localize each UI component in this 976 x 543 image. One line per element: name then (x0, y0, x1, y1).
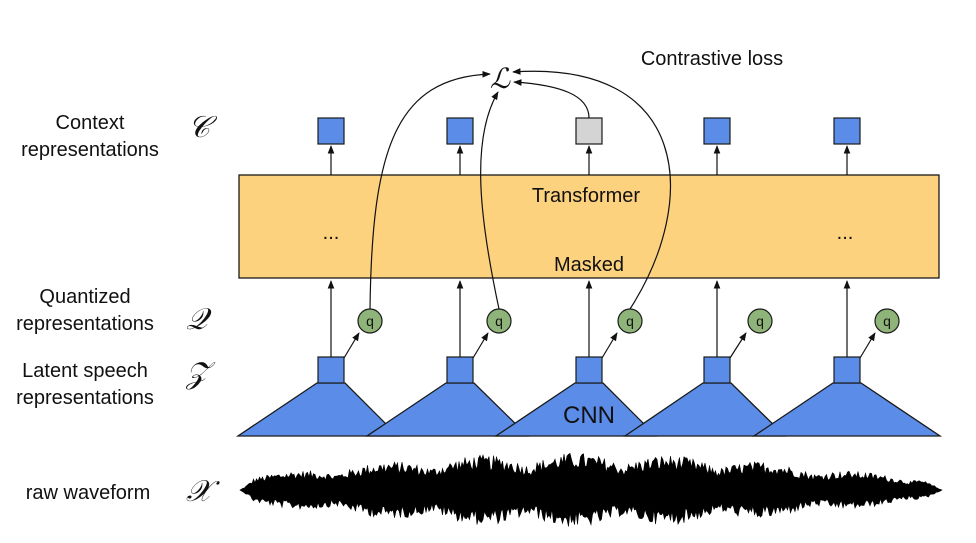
quantized-label-line-1: Quantized (39, 286, 131, 308)
latent-box-4 (703, 356, 731, 384)
loss-arrow-from-masked-context (513, 79, 590, 119)
cnn-block-4 (622, 382, 787, 437)
transformer-block (238, 174, 940, 279)
context-label: Context representations (10, 110, 170, 164)
transformer-to-context-arrows (327, 145, 851, 175)
context-label-line-2: representations (21, 139, 159, 161)
latent-label-line-1: Latent speech (22, 360, 148, 382)
cnn-label: CNN (563, 402, 615, 429)
context-boxes (317, 117, 861, 145)
latent-boxes (317, 356, 861, 384)
quantizer-label-3: q (626, 313, 634, 329)
raw-waveform-label: raw waveform (25, 482, 151, 504)
raw-symbol: 𝒳 (186, 474, 212, 509)
context-label-line-1: Context (55, 112, 125, 134)
latent-box-3 (575, 356, 603, 384)
quantizer-label-2: q (495, 313, 503, 329)
quantizers: q q q q q (357, 308, 900, 334)
quantizer-1: q (357, 308, 383, 334)
loss-arrow-from-q2 (480, 91, 500, 310)
context-symbol: 𝒞 (188, 110, 210, 145)
quantizer-5: q (874, 308, 900, 334)
transformer-ellipsis-left: ... (323, 222, 340, 244)
transformer-masked-label: Masked (554, 254, 624, 276)
quantized-label: Quantized representations (5, 284, 165, 338)
quantizer-label-4: q (756, 313, 764, 329)
quantizer-label-1: q (366, 313, 374, 329)
contrastive-loss-arrows (369, 68, 672, 310)
context-box-1 (317, 117, 345, 145)
latent-box-2 (446, 356, 474, 384)
raw-waveform (239, 452, 943, 527)
latent-label: Latent speech representations (5, 358, 165, 412)
latent-to-quantizer-arrows (343, 332, 876, 359)
latent-symbol: 𝒵 (186, 356, 209, 391)
cnn-encoder (235, 382, 943, 437)
latent-to-transformer-arrows (327, 280, 851, 357)
contrastive-loss-label: Contrastive loss (641, 48, 783, 70)
loss-arrow-from-q3 (512, 68, 672, 310)
cnn-block-5 (751, 382, 943, 437)
transformer-ellipsis-right: ... (837, 222, 854, 244)
quantizer-label-5: q (883, 313, 891, 329)
cnn-block-1 (235, 382, 400, 437)
latent-box-5 (833, 356, 861, 384)
latent-label-line-2: representations (16, 387, 154, 409)
context-box-4 (703, 117, 731, 145)
quantizer-3: q (617, 308, 643, 334)
context-box-masked (575, 117, 603, 145)
context-box-2 (446, 117, 474, 145)
latent-box-1 (317, 356, 345, 384)
cnn-block-3 (493, 382, 658, 437)
loss-arrow-from-q1 (369, 70, 491, 310)
transformer-title: Transformer (532, 185, 641, 207)
quantized-label-line-2: representations (16, 313, 154, 335)
quantizer-2: q (486, 308, 512, 334)
context-box-5 (833, 117, 861, 145)
quantized-symbol: 𝒬 (186, 302, 208, 337)
cnn-block-2 (364, 382, 530, 437)
loss-symbol: ℒ (490, 62, 511, 95)
quantizer-4: q (747, 308, 773, 334)
